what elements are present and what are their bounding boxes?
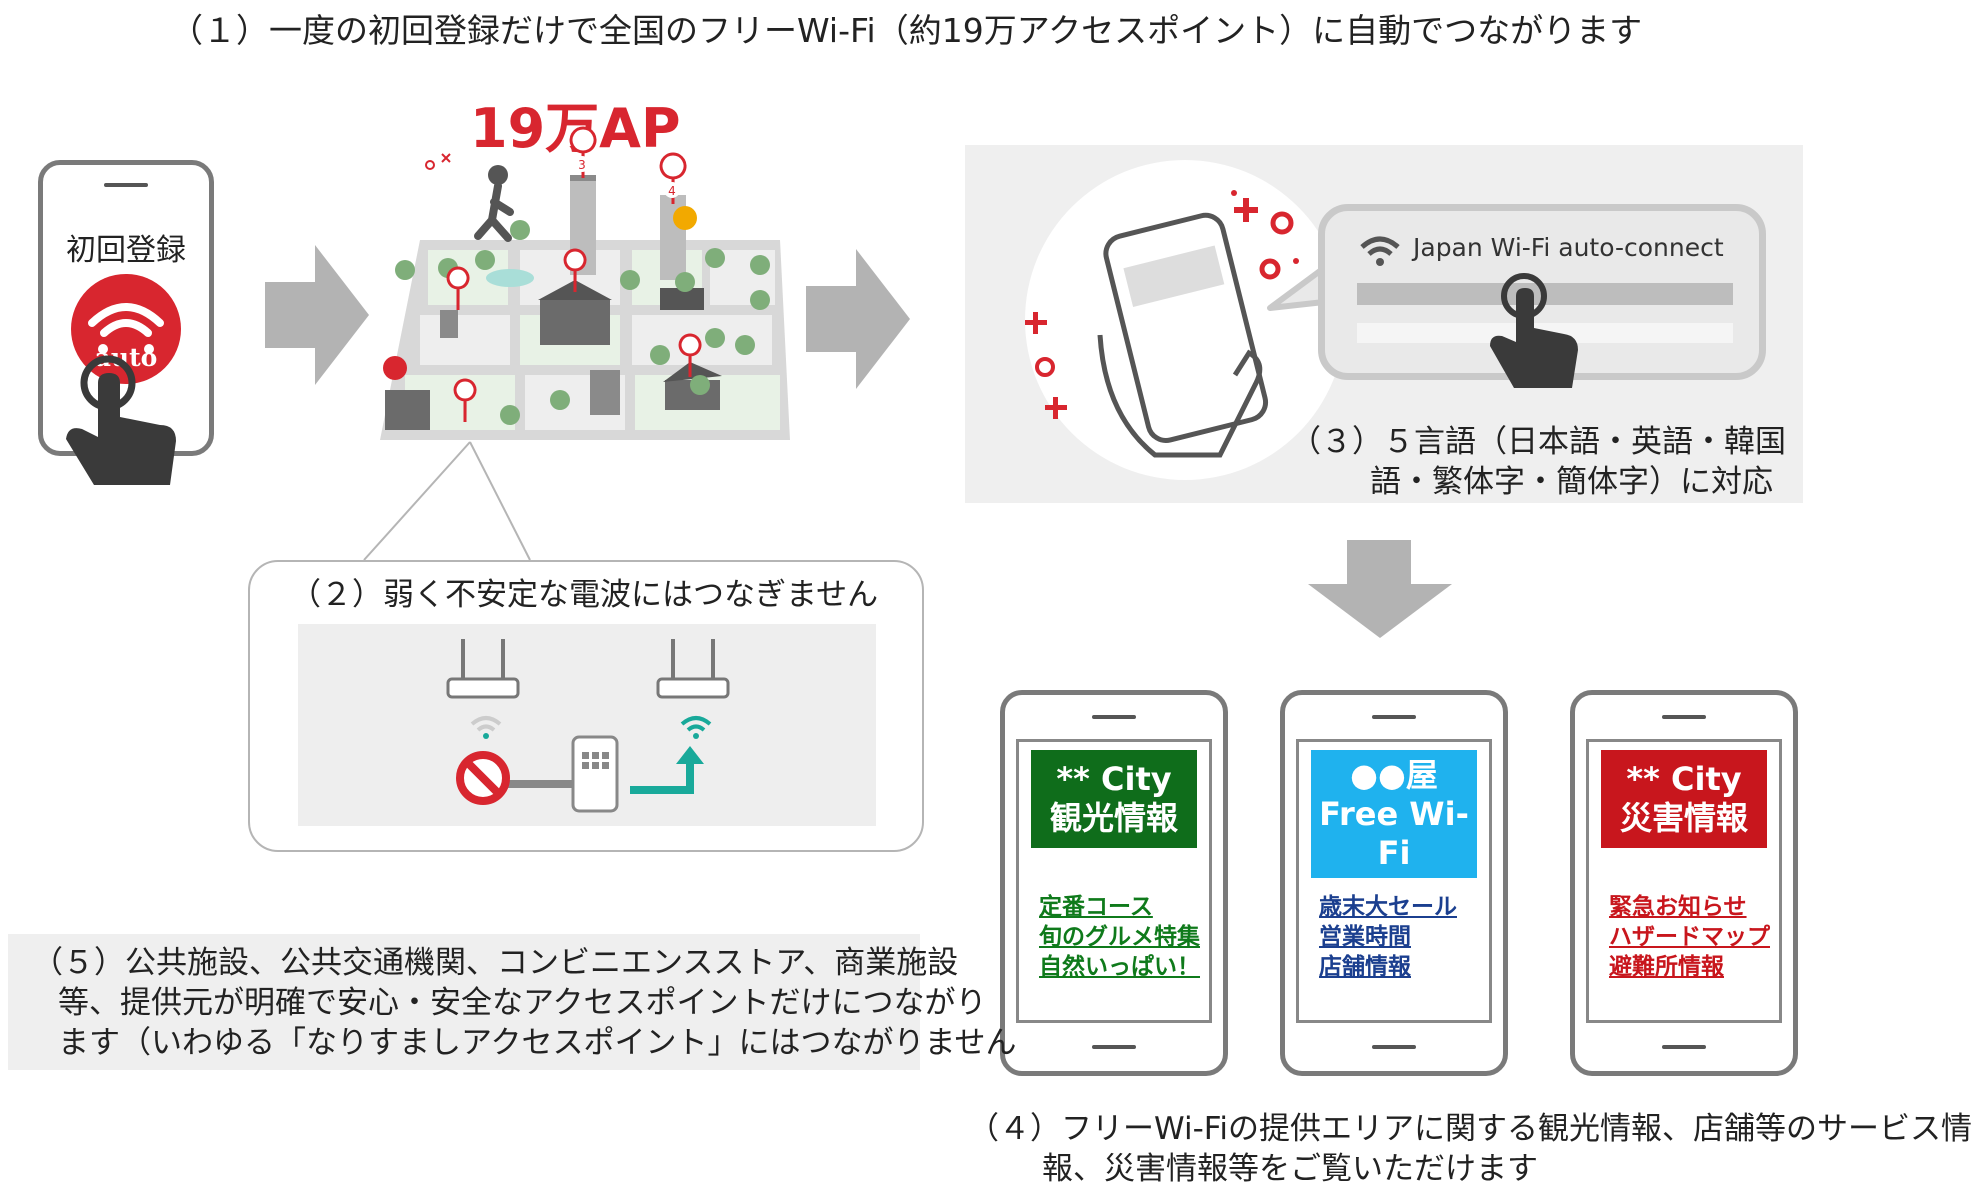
info-phone-disaster: ** City 災害情報 緊急お知らせ ハザードマップ 避難所情報 — [1570, 690, 1798, 1076]
flow-arrow-shaft — [1347, 540, 1411, 584]
disaster-link-hazard-map[interactable]: ハザードマップ — [1609, 924, 1770, 950]
disaster-header-line2: 災害情報 — [1619, 799, 1748, 837]
wifi-auto-badge-icon — [71, 274, 181, 384]
safe-access-note: （５）公共施設、公共交通機関、コンビニエンスストア、商業施設 等、提供元が明確で… — [8, 934, 1017, 1070]
phone-screen: ●●屋 Free Wi- Fi 歳末大セール 営業時間 店舗情報 — [1296, 739, 1492, 1023]
step5-caption-line1: （５）公共施設、公共交通機関、コンビニエンスストア、商業施設 — [32, 945, 959, 981]
strong-wifi-signal-icon — [680, 716, 712, 739]
city-map-illustration: 3 4 — [380, 126, 790, 440]
callout-lines — [363, 441, 531, 561]
shop-link-hours[interactable]: 営業時間 — [1319, 924, 1411, 950]
shop-links: 歳末大セール 営業時間 店舗情報 — [1319, 892, 1457, 982]
phone-speaker — [1092, 715, 1136, 719]
phone-home-bar — [1092, 1045, 1136, 1049]
registration-phone: 初回登録 auto — [38, 160, 214, 456]
no-connection-icon — [456, 751, 585, 805]
info-phone-tourism: ** City 観光情報 定番コース 旬のグルメ特集 自然いっぱい！ — [1000, 690, 1228, 1076]
wifi-icon — [1360, 236, 1400, 266]
step5-caption-line3: ます（いわゆる「なりすましアクセスポイント」にはつながりません — [58, 1025, 1017, 1061]
shop-link-info[interactable]: 店舗情報 — [1319, 954, 1411, 980]
disaster-link-alert[interactable]: 緊急お知らせ — [1609, 894, 1747, 920]
phone-speaker — [1662, 715, 1706, 719]
step2-caption: （２）弱く不安定な電波にはつなぎません — [290, 577, 879, 613]
app-name-label: Japan Wi-Fi auto-connect — [1413, 233, 1724, 262]
disaster-header: ** City 災害情報 — [1601, 750, 1767, 848]
tourism-header-line2: 観光情報 — [1049, 799, 1178, 837]
flow-arrow-shaft — [265, 282, 315, 348]
shop-header-line3: Fi — [1377, 833, 1411, 872]
pointing-hand-icon — [1490, 273, 1578, 388]
flow-arrow-down — [1308, 584, 1452, 638]
shop-header-line2: Free Wi- — [1319, 794, 1469, 833]
step4-caption-line2: 報、災害情報等をご覧いただけます — [1042, 1151, 1538, 1187]
router-strong-icon — [656, 639, 730, 699]
hand-holding-phone-illustration — [1025, 160, 1345, 480]
tourism-header: ** City 観光情報 — [1031, 750, 1197, 848]
shop-header: ●●屋 Free Wi- Fi — [1311, 750, 1477, 878]
bubble-tail — [1267, 265, 1327, 311]
tourism-link-nature[interactable]: 自然いっぱい！ — [1039, 954, 1200, 980]
signal-diagram-area — [298, 624, 876, 826]
phone-home-bar — [1372, 1045, 1416, 1049]
phone-speaker — [1372, 715, 1416, 719]
info-phone-shop: ●●屋 Free Wi- Fi 歳末大セール 営業時間 店舗情報 — [1280, 690, 1508, 1076]
step1-caption: （１）一度の初回登録だけで全国のフリーWi-Fi（約19万アクセスポイント）に自… — [170, 11, 1643, 50]
flow-arrow-right — [315, 245, 369, 385]
tourism-links: 定番コース 旬のグルメ特集 自然いっぱい！ — [1039, 892, 1200, 982]
step3-caption-line1: （３）５言語（日本語・英語・韓国 — [1290, 424, 1786, 460]
phone-home-bar — [1662, 1045, 1706, 1049]
tourism-link-gourmet[interactable]: 旬のグルメ特集 — [1039, 924, 1200, 950]
disaster-link-shelter[interactable]: 避難所情報 — [1609, 954, 1724, 980]
map-pin-4-label: 4 — [668, 184, 676, 198]
tapping-hand-icon — [66, 355, 176, 485]
disaster-header-line1: ** City — [1626, 760, 1742, 798]
map-pin-3-label: 3 — [578, 158, 586, 172]
registration-label: 初回登録 — [66, 233, 186, 268]
tourism-header-line1: ** City — [1056, 760, 1172, 798]
step5-caption-line2: 等、提供元が明確で安心・安全なアクセスポイントだけにつながり — [58, 985, 987, 1021]
weak-signal-panel: （２）弱く不安定な電波にはつなぎません — [248, 560, 924, 852]
smartphone-icon — [571, 735, 619, 813]
disaster-links: 緊急お知らせ ハザードマップ 避難所情報 — [1609, 892, 1770, 982]
router-weak-icon — [446, 639, 520, 699]
step4-caption-line1: （４）フリーWi-Fiの提供エリアに関する観光情報、店舗等のサービス情 — [968, 1111, 1972, 1147]
tourism-link-courses[interactable]: 定番コース — [1039, 894, 1153, 920]
weak-wifi-signal-icon — [470, 716, 502, 739]
flow-arrow-right — [856, 249, 910, 389]
flow-arrow-shaft — [806, 286, 856, 352]
phone-speaker — [104, 183, 148, 187]
phone-screen: ** City 災害情報 緊急お知らせ ハザードマップ 避難所情報 — [1586, 739, 1782, 1023]
step3-caption-line2: 語・繁体字・簡体字）に対応 — [1370, 464, 1773, 500]
plus-circle-decoration — [1231, 190, 1299, 280]
shop-header-line1: ●●屋 — [1350, 755, 1438, 794]
connect-arrow-icon — [630, 746, 704, 794]
shop-link-sale[interactable]: 歳末大セール — [1319, 894, 1457, 920]
phone-screen: ** City 観光情報 定番コース 旬のグルメ特集 自然いっぱい！ — [1016, 739, 1212, 1023]
